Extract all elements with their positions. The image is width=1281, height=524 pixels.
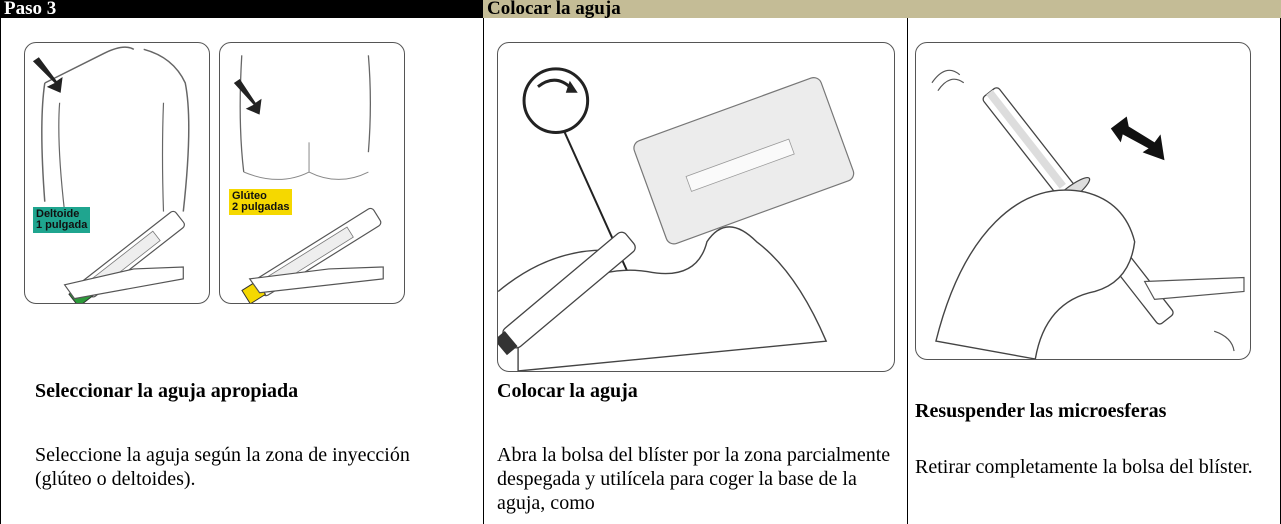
gluteal-size-tag: Glúteo 2 pulgadas: [229, 189, 293, 215]
col1-step-title: Seleccionar la aguja apropiada: [35, 380, 299, 402]
gluteal-needle-figure: [219, 42, 405, 304]
column-divider: [483, 18, 484, 524]
col2-step-title: Colocar la aguja: [497, 380, 638, 402]
resuspend-figure: [915, 42, 1251, 360]
col3-step-title: Resuspender las microesferas: [915, 400, 1167, 422]
deltoid-needle-figure: [24, 42, 210, 304]
table-border-left: [0, 0, 1, 524]
deltoid-illustration: [32, 46, 190, 303]
section-header: Colocar la aguja: [483, 0, 1281, 18]
col3-step-body: Retirar completamente la bolsa del blíst…: [915, 456, 1253, 478]
arrow-icon: [233, 79, 262, 115]
column-divider: [907, 18, 908, 524]
syringe-icon: [498, 231, 636, 356]
gluteal-tag-line2: 2 pulgadas: [232, 201, 290, 213]
deltoid-tag-line2: 1 pulgada: [36, 219, 88, 231]
gluteal-tag-line1: Glúteo: [232, 190, 267, 202]
hand-icon: [935, 189, 1136, 359]
rotate-icon: [522, 67, 590, 134]
col2-step-body: Abra la bolsa del blíster por la zona pa…: [497, 444, 891, 514]
step-header: Paso 3: [0, 0, 483, 18]
attach-needle-figure: [497, 42, 895, 372]
arrow-icon: [32, 57, 63, 93]
resuspend-illustration: [931, 69, 1245, 359]
gluteal-illustration: [233, 55, 384, 303]
col1-step-body: Seleccione la aguja según la zona de iny…: [35, 444, 410, 490]
attach-needle-illustration: [498, 67, 855, 371]
deltoid-tag-line1: Deltoide: [36, 208, 80, 220]
double-arrow-icon: [1110, 116, 1165, 161]
deltoid-size-tag: Deltoide 1 pulgada: [33, 207, 91, 233]
